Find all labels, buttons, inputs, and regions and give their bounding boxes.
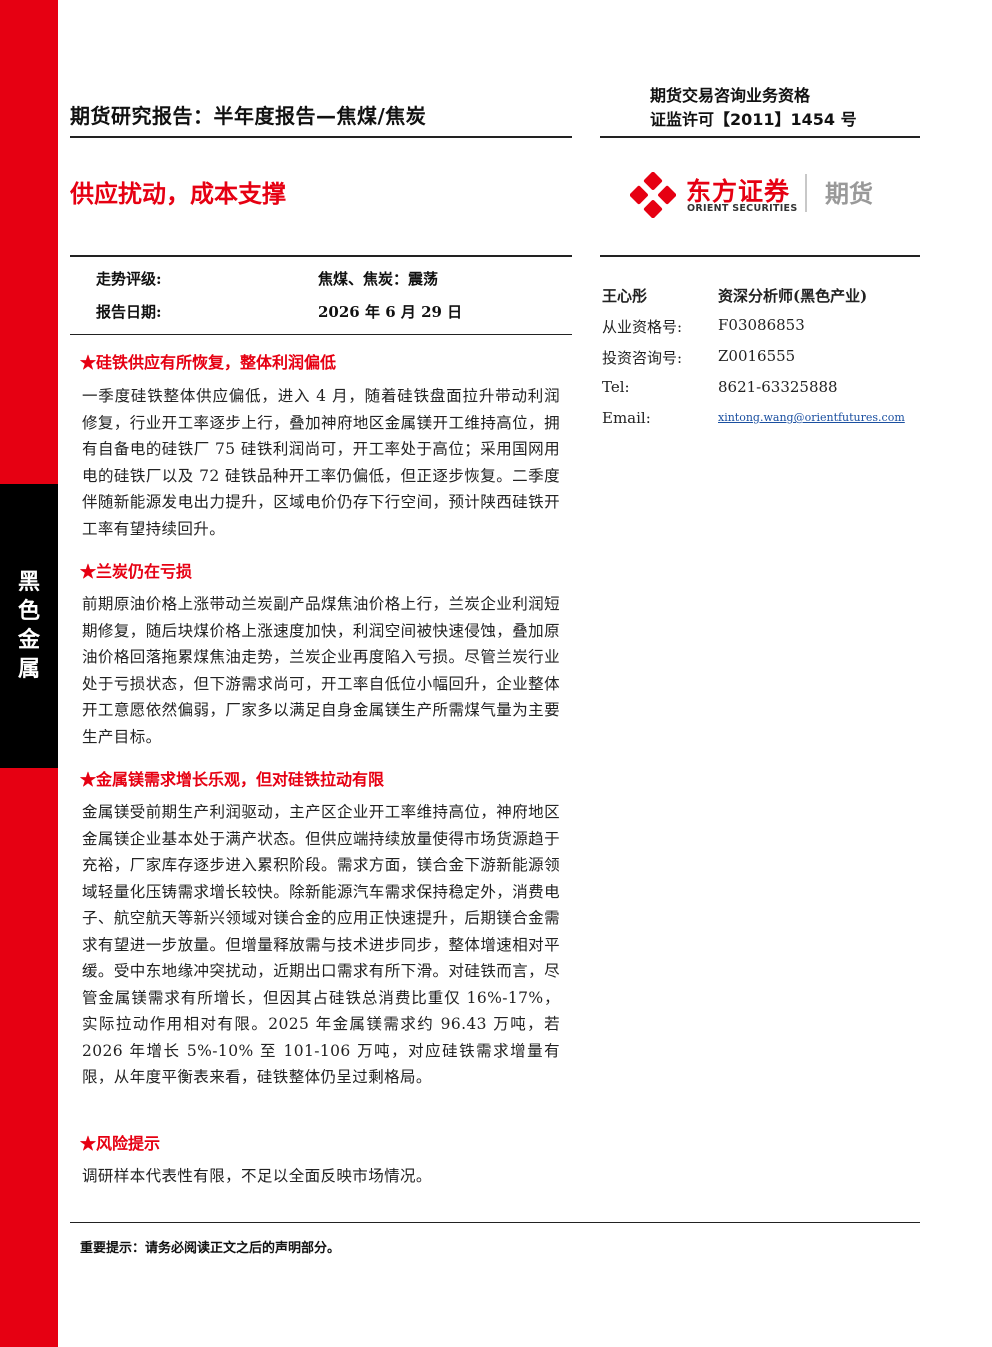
category-tab [0,484,58,768]
report-title: 期货研究报告：半年度报告—焦煤/焦炭 [70,104,427,128]
section-heading: ★兰炭仍在亏损 [80,562,193,581]
category-label: 黑 色 金 属 [0,568,58,684]
analyst-name: 王心彤 [602,287,648,305]
report-date-value: 2026 年 6 月 29 日 [318,303,463,321]
tel-value: 8621-63325888 [718,378,838,396]
tel-label: Tel: [602,378,630,396]
important-notice: 重要提示：请务必阅读正文之后的声明部分。 [80,1241,341,1256]
trend-rating-value: 焦煤、焦炭：震荡 [318,270,439,288]
section-heading: ★硅铁供应有所恢复，整体利润偏低 [80,353,337,372]
category-char: 金 [17,628,40,653]
section-body: 调研样本代表性有限，不足以全面反映市场情况。 [82,1167,432,1185]
section-heading: ★金属镁需求增长乐观，但对硅铁拉动有限 [80,770,385,789]
section-body: 金属镁受前期生产利润驱动，主产区企业开工率维持高位，神府地区金属镁企业基本处于满… [82,803,560,1086]
analyst-title: 资深分析师(黑色产业) [718,287,868,305]
report-date-label: 报告日期: [96,303,162,321]
footer-divider [70,1222,920,1223]
license-value: F03086853 [718,316,805,334]
category-char: 黑 [17,570,40,595]
company-logo: 东方证券 ORIENT SECURITIES 期货 [630,168,890,220]
logo-separator [805,174,807,212]
title-divider [70,136,572,138]
section-heading: ★风险提示 [80,1134,161,1153]
section-body: 前期原油价格上涨带动兰炭副产品煤焦油价格上行，兰炭企业利润短期修复，随后块煤价格… [82,595,560,746]
logo-cn-name: 东方证券 [686,177,791,206]
category-char: 色 [17,599,40,624]
qualification-line-2: 证监许可【2011】1454 号 [650,110,857,129]
section-body: 一季度硅铁整体供应偏低，进入 4 月，随着硅铁盘面拉升带动利润修复，行业开工率逐… [82,387,560,538]
trend-rating-label: 走势评级: [96,270,162,288]
rating-bottom-divider [70,334,572,335]
email-link[interactable]: xintong.wang@orientfutures.com [718,411,905,424]
rating-top-divider [70,255,572,257]
analyst-top-divider [600,255,920,257]
qualification-divider [600,136,920,138]
logo-division: 期货 [825,180,873,208]
email-label: Email: [602,409,651,427]
report-headline: 供应扰动，成本支撑 [70,180,286,208]
orient-logo-icon [630,172,676,218]
advisory-value: Z0016555 [718,347,796,365]
logo-en-name: ORIENT SECURITIES [687,203,798,214]
qualification-line-1: 期货交易咨询业务资格 [650,86,811,105]
advisory-label: 投资咨询号: [602,349,683,367]
license-label: 从业资格号: [602,318,683,336]
category-char: 属 [17,657,40,682]
